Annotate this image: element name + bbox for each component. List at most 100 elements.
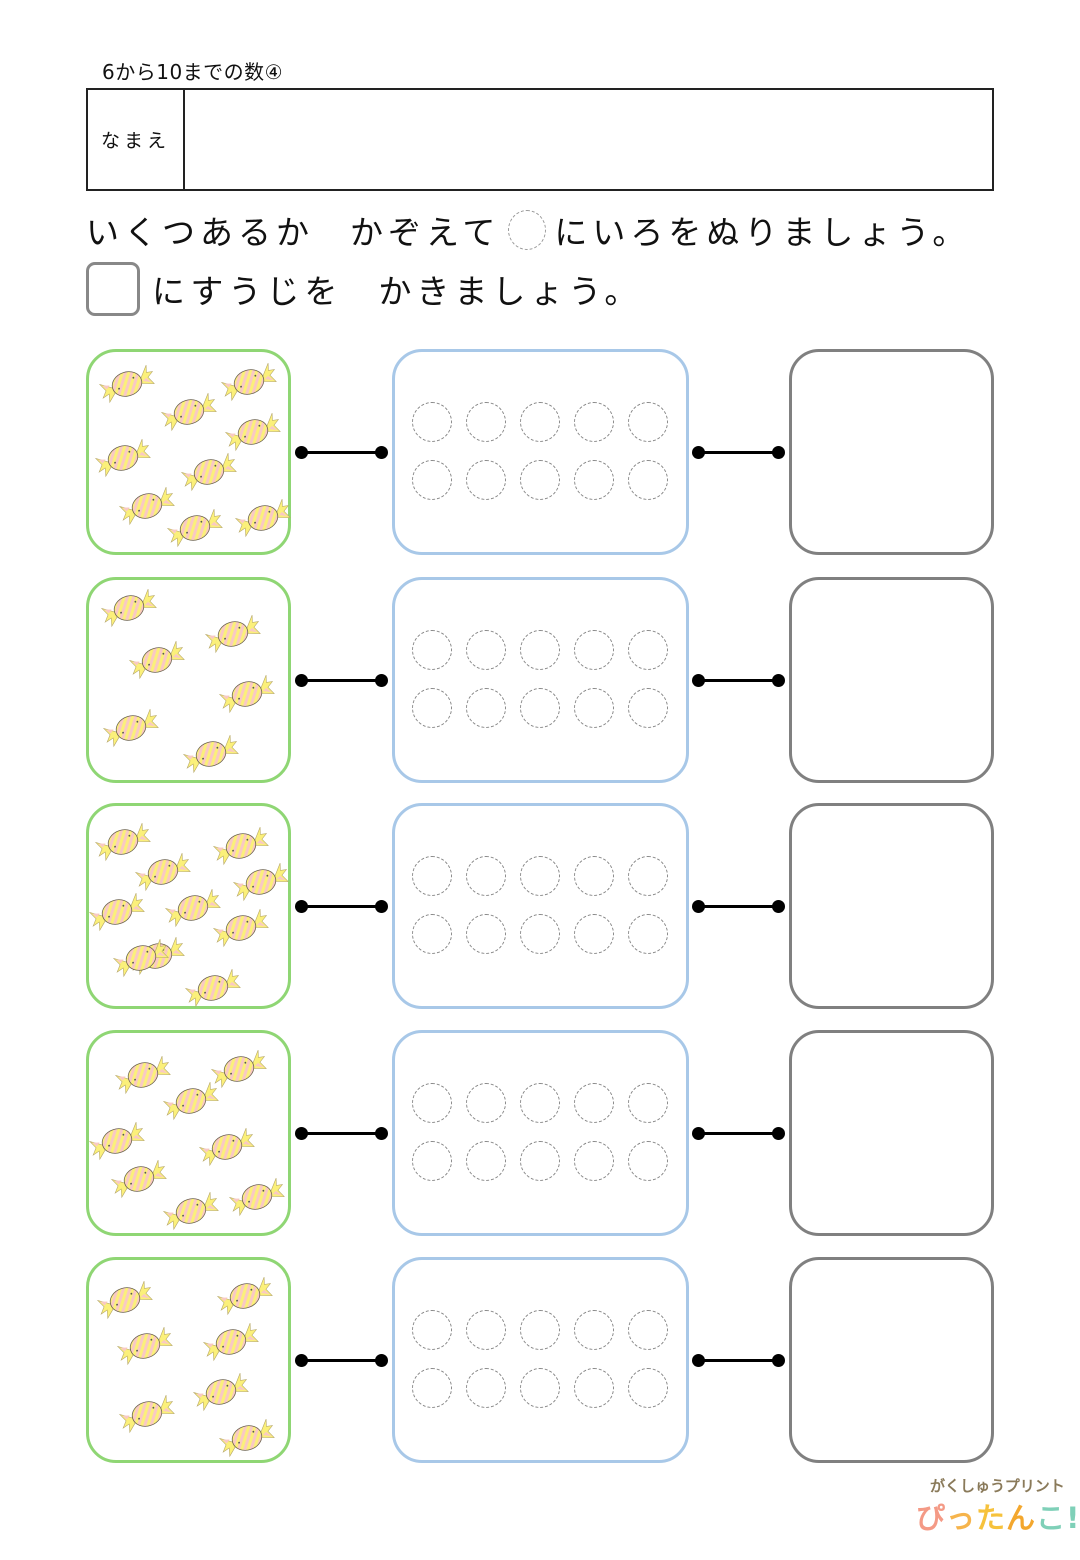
candy-icon [210, 1050, 267, 1089]
answer-box[interactable] [789, 803, 994, 1009]
count-circle[interactable] [466, 856, 506, 896]
dot-icon [772, 1354, 785, 1367]
candy-icon [116, 1327, 173, 1366]
name-label: なまえ [88, 90, 185, 189]
candy-icon [94, 439, 151, 478]
connector-line [295, 446, 388, 459]
candy-icon [164, 889, 221, 928]
count-circle[interactable] [520, 630, 560, 670]
dot-icon [295, 1354, 308, 1367]
answer-box[interactable] [789, 577, 994, 783]
candy-icon [102, 709, 159, 748]
count-circle[interactable] [412, 460, 452, 500]
candy-icon [218, 1419, 275, 1458]
count-circle[interactable] [574, 1141, 614, 1181]
circle-grid [412, 402, 668, 500]
answer-box[interactable] [789, 1257, 994, 1463]
count-circle[interactable] [628, 914, 668, 954]
candy-icon [110, 1160, 167, 1199]
count-circle[interactable] [520, 460, 560, 500]
count-circle[interactable] [412, 402, 452, 442]
count-circle[interactable] [520, 1083, 560, 1123]
candy-icon [118, 1395, 175, 1434]
count-circle[interactable] [412, 1141, 452, 1181]
name-field[interactable] [185, 90, 992, 189]
count-circle[interactable] [466, 630, 506, 670]
count-circle[interactable] [574, 688, 614, 728]
count-circle[interactable] [574, 1368, 614, 1408]
candy-icon [100, 589, 157, 628]
candy-icon [118, 487, 175, 526]
count-circle[interactable] [466, 402, 506, 442]
candy-icon [114, 1056, 171, 1095]
count-circle[interactable] [520, 688, 560, 728]
candy-icon [162, 1192, 219, 1231]
count-circle[interactable] [466, 1083, 506, 1123]
count-circle[interactable] [412, 630, 452, 670]
candy-icon [94, 823, 151, 862]
dot-icon [295, 674, 308, 687]
count-circle[interactable] [574, 1083, 614, 1123]
dot-icon [375, 1127, 388, 1140]
count-circle[interactable] [574, 630, 614, 670]
count-circle[interactable] [466, 914, 506, 954]
circle-grid [412, 1083, 668, 1181]
logo-char: ! [1066, 1501, 1080, 1535]
logo-title: ぴったんこ! [916, 1495, 1080, 1537]
count-circle[interactable] [628, 688, 668, 728]
count-circle[interactable] [412, 1083, 452, 1123]
count-circle[interactable] [520, 914, 560, 954]
connector-line [692, 900, 785, 913]
count-circle[interactable] [520, 402, 560, 442]
dot-icon [375, 674, 388, 687]
instruction-text: かきましょう。 [378, 272, 643, 311]
count-circle[interactable] [574, 856, 614, 896]
count-circle[interactable] [574, 914, 614, 954]
count-circle[interactable] [628, 402, 668, 442]
dot-icon [295, 1127, 308, 1140]
instruction-text: にすうじを [152, 272, 343, 311]
count-circle[interactable] [628, 460, 668, 500]
count-circle[interactable] [574, 1310, 614, 1350]
logo-char: た [976, 1501, 1007, 1535]
count-circle[interactable] [520, 1368, 560, 1408]
count-circle[interactable] [412, 1310, 452, 1350]
candy-icon [232, 863, 289, 902]
count-circle[interactable] [412, 914, 452, 954]
count-circle[interactable] [412, 688, 452, 728]
count-circle[interactable] [628, 1083, 668, 1123]
count-circle[interactable] [520, 1141, 560, 1181]
candy-icon [128, 641, 185, 680]
candy-icon [198, 1128, 255, 1167]
count-circle[interactable] [574, 402, 614, 442]
count-circle[interactable] [466, 1368, 506, 1408]
count-circle[interactable] [574, 460, 614, 500]
worksheet-title: 6から10までの数④ [102, 60, 284, 84]
count-circle[interactable] [466, 1310, 506, 1350]
exercise-row [0, 803, 1080, 1009]
candy-icon [162, 1082, 219, 1121]
count-circle[interactable] [628, 1141, 668, 1181]
connector-line [295, 1354, 388, 1367]
count-circle[interactable] [412, 856, 452, 896]
count-circle[interactable] [466, 460, 506, 500]
candy-icon [112, 939, 169, 978]
connector-line [295, 674, 388, 687]
count-circle[interactable] [628, 630, 668, 670]
answer-box[interactable] [789, 349, 994, 555]
count-circle[interactable] [628, 856, 668, 896]
count-circle[interactable] [628, 1310, 668, 1350]
count-circle[interactable] [466, 688, 506, 728]
count-circle[interactable] [520, 856, 560, 896]
count-circle[interactable] [628, 1368, 668, 1408]
count-circle[interactable] [412, 1368, 452, 1408]
counting-circles-box [392, 577, 689, 783]
candy-icon [212, 827, 269, 866]
candy-icon [96, 1281, 153, 1320]
picture-box [86, 1030, 291, 1236]
dot-icon [375, 446, 388, 459]
answer-box[interactable] [789, 1030, 994, 1236]
candy-icon [182, 735, 239, 774]
count-circle[interactable] [520, 1310, 560, 1350]
count-circle[interactable] [466, 1141, 506, 1181]
